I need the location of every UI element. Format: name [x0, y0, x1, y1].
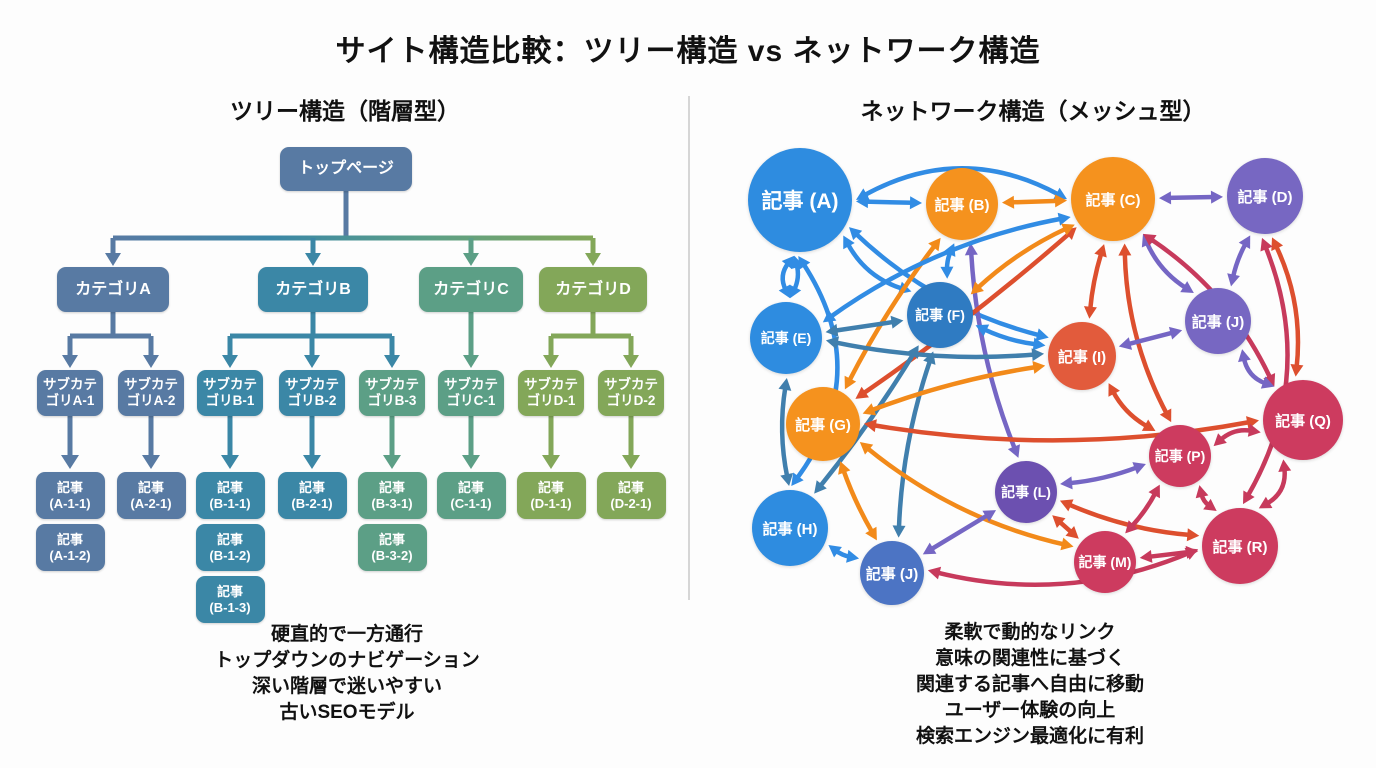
label-line: サブカテ: [43, 376, 97, 392]
tree-category-box: カテゴリC: [419, 267, 523, 312]
label-line: 記事: [216, 583, 243, 599]
label-line: 記事: [378, 531, 405, 547]
label-line: 記事: [216, 479, 243, 495]
network-node-r: 記事 (R): [1202, 508, 1278, 584]
label-line: サブカテ: [604, 376, 658, 392]
note-line: トップダウンのナビゲーション: [214, 650, 480, 671]
note-line: ユーザー体験の向上: [944, 700, 1116, 721]
label-line: (D-1-1): [530, 495, 572, 511]
label-line: 記事: [56, 531, 83, 547]
label-line: (A-1-1): [49, 495, 91, 511]
tree-subcategory-box: サブカテゴリB-2: [279, 370, 345, 416]
label-line: (B-3-1): [371, 495, 413, 511]
label-line: (D-2-1): [610, 495, 652, 511]
page-title: サイト構造比較：ツリー構造 vs ネットワーク構造: [335, 35, 1041, 68]
label-line: (A-1-2): [49, 547, 91, 563]
tree-article-box: 記事(A-2-1): [116, 472, 186, 519]
panel-divider: [688, 96, 690, 600]
label-line: サブカテ: [124, 376, 178, 392]
label-line: ゴリB-2: [287, 393, 337, 408]
label-line: (B-2-1): [291, 495, 333, 511]
network-node-e: 記事 (E): [750, 302, 822, 374]
tree-subcategory-box: サブカテゴリC-1: [438, 370, 504, 416]
tree-article-box: 記事(A-1-2): [35, 524, 105, 571]
tree-article-box: 記事(B-1-1): [195, 472, 265, 519]
label-line: (C-1-1): [450, 495, 492, 511]
label-line: サブカテ: [444, 376, 498, 392]
label-line: ゴリC-1: [446, 393, 496, 408]
network-node-j2: 記事 (J): [860, 541, 924, 605]
tree-article-box: 記事(A-1-1): [35, 472, 105, 519]
note-line: 柔軟で動的なリンク: [944, 622, 1116, 643]
tree-subcategory-box: サブカテゴリB-1: [197, 370, 263, 416]
tree-subcategory-box: サブカテゴリD-1: [518, 370, 584, 416]
note-line: 関連する記事へ自由に移動: [915, 674, 1144, 695]
network-node-c: 記事 (C): [1071, 157, 1155, 241]
tree-article-box: 記事(C-1-1): [436, 472, 506, 519]
network-node-q: 記事 (Q): [1263, 380, 1343, 460]
tree-panel-heading: ツリー構造（階層型）: [230, 98, 460, 124]
label-line: ゴリD-2: [606, 393, 656, 408]
network-node-f: 記事 (F): [907, 282, 973, 348]
label-line: ゴリB-3: [367, 393, 417, 408]
note-line: 検索エンジン最適化に有利: [915, 726, 1144, 747]
tree-subcategory-box: サブカテゴリA-1: [37, 370, 103, 416]
label-line: ゴリD-1: [526, 393, 576, 408]
label-line: サブカテ: [524, 376, 578, 392]
network-node-h: 記事 (H): [752, 490, 828, 566]
label-line: 記事: [457, 479, 484, 495]
network-node-a: 記事 (A): [748, 148, 852, 252]
label-line: 記事: [216, 531, 243, 547]
tree-article-box: 記事(B-3-2): [357, 524, 427, 571]
label-line: (B-1-1): [209, 495, 251, 511]
label-line: サブカテ: [365, 376, 419, 392]
label-line: 記事: [617, 479, 644, 495]
tree-root-box: トップページ: [280, 147, 412, 191]
label-line: 記事: [137, 479, 164, 495]
network-node-d: 記事 (D): [1227, 158, 1303, 234]
label-line: ゴリB-1: [205, 393, 255, 408]
tree-subcategory-box: サブカテゴリB-3: [359, 370, 425, 416]
tree-notes: 硬直的で一方通行トップダウンのナビゲーション深い階層で迷いやすい古いSEOモデル: [97, 622, 597, 726]
label-line: (B-3-2): [371, 547, 413, 563]
tree-article-box: 記事(B-1-3): [195, 576, 265, 623]
network-notes: 柔軟で動的なリンク意味の関連性に基づく関連する記事へ自由に移動ユーザー体験の向上…: [785, 620, 1275, 750]
network-node-g: 記事 (G): [786, 387, 860, 461]
label-line: ゴリA-2: [126, 393, 176, 408]
label-line: (B-1-2): [209, 547, 251, 563]
label-line: ゴリA-1: [45, 393, 95, 408]
network-node-l: 記事 (L): [995, 461, 1057, 523]
label-line: サブカテ: [203, 376, 257, 392]
note-line: 硬直的で一方通行: [270, 624, 423, 645]
note-line: 意味の関連性に基づく: [934, 648, 1125, 669]
tree-article-box: 記事(D-2-1): [596, 472, 666, 519]
network-node-m: 記事 (M): [1074, 531, 1136, 593]
tree-subcategory-box: サブカテゴリD-2: [598, 370, 664, 416]
label-line: 記事: [537, 479, 564, 495]
label-line: (B-1-3): [209, 599, 251, 615]
tree-article-box: 記事(B-1-2): [195, 524, 265, 571]
label-line: (A-2-1): [130, 495, 172, 511]
label-line: 記事: [378, 479, 405, 495]
note-line: 古いSEOモデル: [279, 702, 415, 723]
tree-article-box: 記事(B-3-1): [357, 472, 427, 519]
tree-article-box: 記事(D-1-1): [516, 472, 586, 519]
label-line: 記事: [298, 479, 325, 495]
network-panel-heading: ネットワーク構造（メッシュ型）: [860, 98, 1206, 124]
label-line: サブカテ: [285, 376, 339, 392]
note-line: 深い階層で迷いやすい: [251, 676, 442, 697]
tree-category-box: カテゴリD: [539, 267, 647, 312]
network-node-p: 記事 (P): [1149, 425, 1211, 487]
label-line: 記事: [56, 479, 83, 495]
network-node-b: 記事 (B): [926, 168, 998, 240]
tree-article-box: 記事(B-2-1): [277, 472, 347, 519]
tree-subcategory-box: サブカテゴリA-2: [118, 370, 184, 416]
tree-category-box: カテゴリA: [57, 267, 169, 312]
tree-category-box: カテゴリB: [258, 267, 368, 312]
network-node-j1: 記事 (J): [1185, 288, 1251, 354]
network-node-i: 記事 (I): [1048, 322, 1116, 390]
